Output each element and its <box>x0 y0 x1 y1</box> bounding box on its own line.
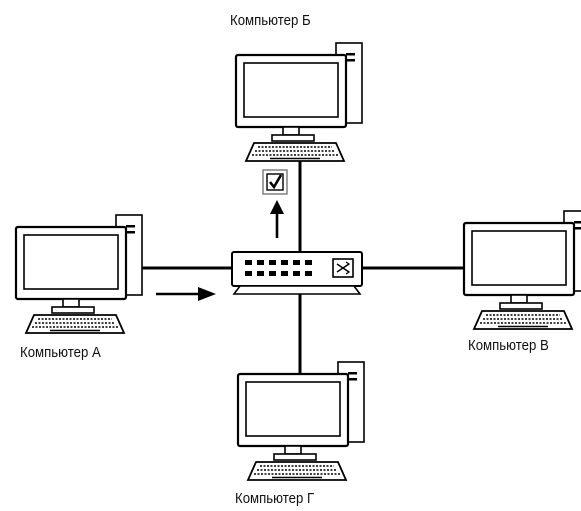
network-switch-icon <box>231 251 363 295</box>
arrow-right-icon <box>156 287 216 301</box>
computer-g-label: Компьютер Г <box>235 490 315 507</box>
computer-v-label: Компьютер В <box>468 337 549 354</box>
computer-b-icon <box>234 41 364 163</box>
computer-a-icon <box>14 213 144 335</box>
computer-b-label: Компьютер Б <box>230 12 311 29</box>
computer-v-icon <box>462 209 581 331</box>
computer-g-icon <box>236 360 366 482</box>
checkmark-icon <box>262 169 288 195</box>
connection-lines <box>140 150 468 386</box>
arrow-up-icon <box>270 200 284 238</box>
computer-a-label: Компьютер А <box>20 344 101 361</box>
